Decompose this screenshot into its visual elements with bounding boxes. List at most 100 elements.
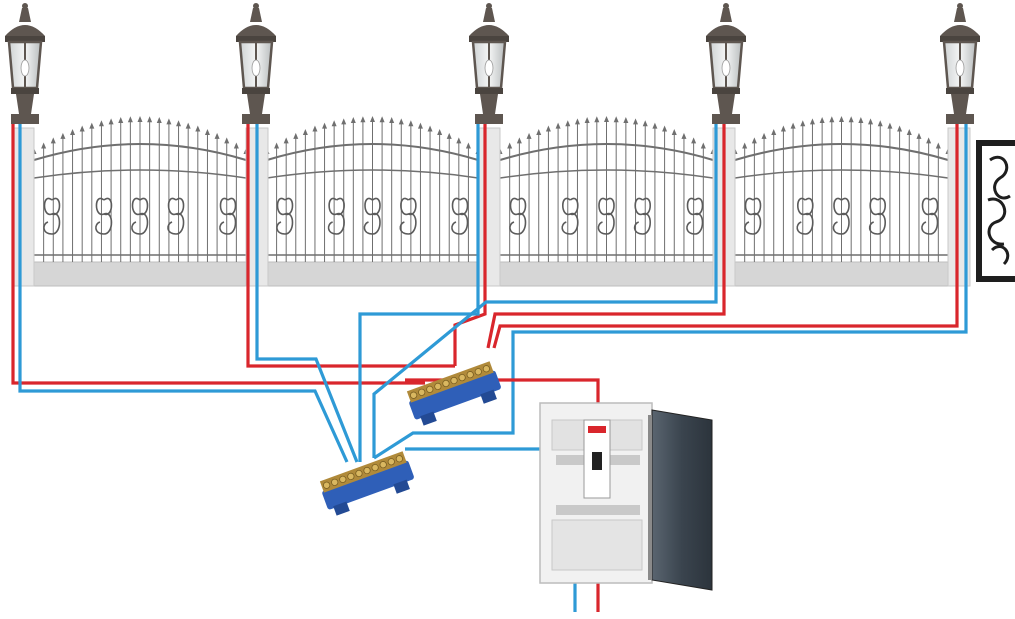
fence-spike xyxy=(800,120,806,127)
fence-pillar-1 xyxy=(11,127,35,287)
fence-spike xyxy=(574,118,580,125)
lamp-cornice xyxy=(706,36,746,42)
fence-section-3 xyxy=(493,116,720,287)
fence-spike xyxy=(681,132,687,139)
fence-spike xyxy=(417,122,423,129)
fence-scroll xyxy=(686,197,704,235)
fence-spike xyxy=(89,122,95,129)
door-hinge xyxy=(648,415,652,580)
block-foot xyxy=(333,501,350,516)
block-screw xyxy=(442,379,450,388)
fence-spike xyxy=(41,142,47,149)
lamp-cornice xyxy=(940,36,980,42)
fence-spike xyxy=(926,137,932,144)
fence-plinth xyxy=(728,261,955,287)
fence-spike xyxy=(877,120,883,127)
lamp-base-ring xyxy=(946,88,974,94)
block-base xyxy=(322,460,414,510)
fence-spike xyxy=(623,117,629,124)
lamp-plinth xyxy=(475,114,503,124)
lamp-spire xyxy=(19,8,31,22)
lamp-post-2 xyxy=(236,3,276,124)
fence-spike xyxy=(322,122,328,129)
fence-scroll xyxy=(327,197,345,235)
lamp-finial xyxy=(486,3,492,9)
lamp-base-ring xyxy=(712,88,740,94)
fence-spike xyxy=(233,142,239,149)
fence-scroll xyxy=(744,197,762,235)
fence-spike xyxy=(507,142,513,149)
block-screw xyxy=(347,472,355,481)
fence-spike xyxy=(108,118,114,125)
fence-spike xyxy=(868,118,874,125)
fence-spike xyxy=(771,128,777,135)
fence-spike xyxy=(935,142,941,149)
lamp-finial xyxy=(253,3,259,9)
fence-section-4 xyxy=(728,116,955,287)
fence xyxy=(11,116,971,287)
block-screw xyxy=(355,469,363,478)
lamp-plinth xyxy=(11,114,39,124)
lamp-posts xyxy=(5,3,980,124)
neutral-wire-4 xyxy=(255,124,359,463)
lamp-roof xyxy=(706,25,746,36)
lamp-bulb xyxy=(251,59,261,77)
block-screw xyxy=(410,391,418,399)
fence-scroll xyxy=(219,197,237,235)
fence-scroll xyxy=(43,197,61,235)
fence-spike xyxy=(829,116,835,123)
fence-spike xyxy=(127,116,133,123)
block-foot xyxy=(420,411,437,426)
block-foot xyxy=(480,389,497,404)
fence-spike xyxy=(427,125,433,132)
fence-spike xyxy=(166,118,172,125)
fence-spike xyxy=(456,137,462,144)
lamp-neck xyxy=(16,94,34,114)
lamp-spire xyxy=(250,8,262,22)
fence-spike xyxy=(204,128,210,135)
fence-spike xyxy=(565,120,571,127)
fence-spike xyxy=(389,117,395,124)
fence-spike xyxy=(858,117,864,124)
fence-spike xyxy=(584,117,590,124)
neutral-wire-6 xyxy=(358,124,480,462)
lamp-post-4 xyxy=(706,3,746,124)
gate-scrollwork xyxy=(987,155,1011,266)
fence-section-1 xyxy=(27,116,253,287)
block-screw xyxy=(379,461,387,469)
fence-spike xyxy=(214,132,220,139)
fence-spike xyxy=(516,137,522,144)
block-screw xyxy=(474,368,482,376)
neutral-wire-2 xyxy=(18,122,349,463)
lamp-spire xyxy=(954,8,966,22)
lamp-post-3 xyxy=(469,3,509,124)
fence-spike xyxy=(691,137,697,144)
breaker-label xyxy=(588,426,606,433)
lamp-neck xyxy=(951,94,969,114)
lamp-base-ring xyxy=(11,88,39,94)
lamp-cornice xyxy=(5,36,45,42)
fence-spike xyxy=(604,116,609,122)
fence-pillar-3 xyxy=(477,127,501,287)
fence-spike xyxy=(594,116,600,123)
fence-spike xyxy=(408,120,414,127)
fence-spike xyxy=(742,142,748,149)
neutral-wire-10 xyxy=(373,124,968,460)
phase-wire-9 xyxy=(492,124,959,349)
fence-spike xyxy=(283,137,289,144)
lamp-base-ring xyxy=(242,88,270,94)
fence-spike xyxy=(379,116,385,123)
fence-spike xyxy=(195,125,201,132)
fence-spike xyxy=(809,118,815,125)
fence-spike xyxy=(224,137,230,144)
fence-scroll xyxy=(131,197,149,235)
lamp-neck xyxy=(247,94,265,114)
fence-scroll xyxy=(509,197,527,235)
fence-spike xyxy=(819,117,825,124)
fence-scroll xyxy=(399,197,417,235)
lamp-bulb xyxy=(955,59,965,77)
block-screw xyxy=(434,382,442,391)
fence-section-2 xyxy=(260,116,485,287)
block-screw xyxy=(363,466,371,475)
block-screw xyxy=(395,455,403,463)
